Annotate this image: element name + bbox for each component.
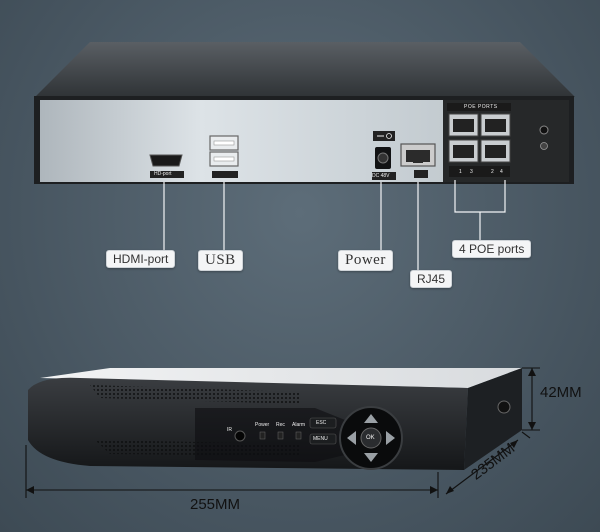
callout-rj45: RJ45: [410, 270, 453, 288]
dc-power-print: DC 48V: [372, 173, 390, 179]
callout-hdmi-port: HDMI-port: [106, 250, 176, 268]
poe-number-1: 1: [459, 169, 462, 175]
front-top-cover: [40, 368, 522, 388]
usb-label-plate: [212, 171, 238, 178]
poe-header-plate: [447, 103, 511, 111]
dc-jack-socket: [377, 152, 389, 164]
front-right-side: [464, 368, 522, 470]
usb-tongue: [213, 156, 235, 162]
esc-print: ESC: [316, 420, 327, 426]
callout-power: Power: [338, 250, 393, 271]
left-arrow-icon: [347, 431, 356, 445]
poe-ports: [448, 113, 511, 163]
rear-top-cover: [35, 42, 575, 97]
vent-grille-top: [90, 385, 300, 404]
power-indicator-print: Power: [255, 422, 270, 428]
poe-number-strip: [449, 166, 510, 177]
side-screw: [497, 400, 511, 414]
rear-nvr: [34, 42, 575, 184]
alarm-led: [295, 431, 302, 440]
rec-indicator-print: Rec: [276, 422, 285, 428]
rj45-label-plate: [414, 170, 428, 178]
usb-tongue: [213, 140, 235, 146]
dimension-height: 42MM: [540, 384, 582, 401]
esc-button: [309, 417, 337, 429]
ok-button: [360, 427, 382, 449]
dimension-width: 255MM: [190, 496, 241, 513]
power-label-plate: [372, 172, 396, 180]
callout-usb: USB: [198, 250, 243, 271]
hdmi-port: [149, 154, 183, 167]
front-panel-recess: [195, 408, 345, 462]
rec-led: [277, 431, 284, 440]
hdmi-port-print: HD-port: [154, 171, 172, 177]
poe-header-print: POE PORTS: [464, 104, 498, 110]
rj45-clip: [413, 159, 423, 163]
right-arrow-icon: [386, 431, 395, 445]
dc-power-symbol: [373, 131, 395, 141]
up-arrow-icon: [364, 414, 378, 423]
alarm-indicator-print: Alarm: [292, 422, 306, 428]
down-arrow-icon: [364, 453, 378, 462]
front-nvr: [28, 368, 522, 470]
ir-sensor: [234, 430, 246, 442]
poe-number-3: 3: [470, 169, 473, 175]
rj45-socket: [406, 150, 430, 162]
callout-poe-ports: 4 POE ports: [452, 240, 532, 258]
power-led: [259, 431, 266, 440]
menu-print: MENU: [313, 436, 328, 442]
ir-print: IR: [227, 427, 232, 433]
reset-button: [539, 125, 549, 135]
poe-number-2: 2: [491, 169, 494, 175]
menu-button: [309, 433, 337, 445]
dimension-arrowheads: [26, 368, 536, 494]
ok-print: OK: [366, 435, 375, 441]
hdmi-label-plate: [150, 171, 184, 178]
ground-screw: [540, 142, 548, 150]
dimension-lines: [25, 367, 540, 498]
poe-number-4: 4: [500, 169, 503, 175]
